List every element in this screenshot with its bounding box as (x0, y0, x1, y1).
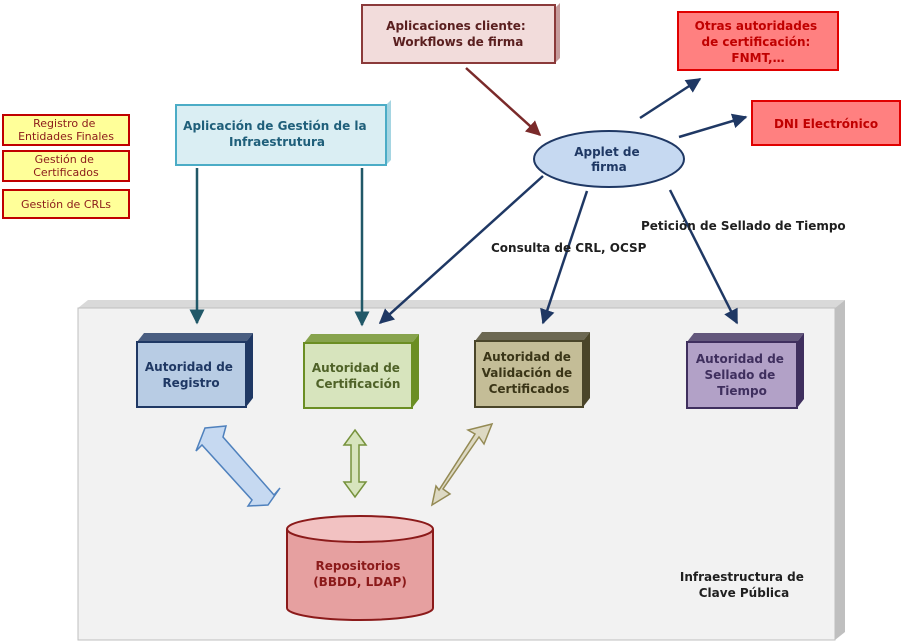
svg-text:Aplicación de Gestión de la: Aplicación de Gestión de la Infraestrutu… (183, 119, 371, 149)
svg-text:Gestión de Certificados: Gestión de Certificados (33, 153, 99, 179)
arrow-cliente-applet (465, 67, 542, 137)
svg-text:Aplicaciones cliente: Wo: Aplicaciones cliente: Workflows de firma (386, 19, 530, 49)
svg-text:Registro de Entidades Fi: Registro de Entidades Finales (18, 117, 114, 143)
infra-label: Infraestructura de Clave Pública (680, 570, 808, 600)
svg-text:DNI Electrónico: DNI Electrónico (774, 117, 878, 131)
svg-text:Autoridad de Registro: Autoridad de Registro (145, 360, 237, 390)
label-peticion: Petición de Sellado de Tiempo (641, 219, 846, 233)
autoridad-validacion: Autoridad de Validación de Certificados (474, 332, 590, 408)
svg-text:Applet de firma: Applet de firma (574, 145, 644, 174)
repositorio-cylinder: Repositorios (BBDD, LDAP) (286, 515, 434, 621)
dni-box: DNI Electrónico (751, 100, 901, 146)
arrows (189, 67, 748, 327)
app-cliente-box: Aplicaciones cliente: Workflows de firma (361, 3, 560, 64)
legend-gestion-crls: Gestión de CRLs (2, 189, 130, 219)
autoridad-registro: Autoridad de Registro (136, 333, 253, 408)
arrow-applet-validacion (540, 190, 589, 325)
svg-text:Autoridad de Sellado de: Autoridad de Sellado de Tiempo (696, 352, 788, 398)
svg-text:Gestión de CRLs: Gestión de CRLs (21, 198, 111, 211)
double-arrow-validacion-repo (430, 422, 494, 507)
legend-gestion-certificados: Gestión de Certificados (2, 150, 130, 182)
arrow-applet-otras (639, 77, 702, 120)
app-gestion-box: Aplicación de Gestión de la Infraestrutu… (175, 100, 391, 166)
double-arrow-registro-repo (195, 425, 281, 507)
otras-autoridades-box: Otras autoridades de certificación: FNMT… (677, 11, 839, 71)
arrow-applet-sellado (668, 189, 739, 325)
label-consulta: Consulta de CRL, OCSP (491, 241, 647, 255)
svg-text:Otras autoridades de cer: Otras autoridades de certificación: FNMT… (695, 19, 822, 65)
double-arrow-certificacion-repo (342, 428, 368, 499)
arrow-applet-dni (678, 113, 748, 139)
autoridad-certificacion: Autoridad de Certificación (303, 334, 419, 409)
svg-text:Repositorios (BBDD, LDAP: Repositorios (BBDD, LDAP) (313, 559, 407, 589)
arrow-applet-certificacion (378, 175, 544, 325)
svg-text:Autoridad de Validación: Autoridad de Validación de Certificados (482, 350, 577, 396)
applet-ellipse: Applet de firma (533, 130, 685, 188)
svg-text:Autoridad de Certificaci: Autoridad de Certificación (312, 361, 404, 391)
legend-registro-entidades: Registro de Entidades Finales (2, 114, 130, 146)
autoridad-sellado: Autoridad de Sellado de Tiempo (686, 333, 804, 409)
